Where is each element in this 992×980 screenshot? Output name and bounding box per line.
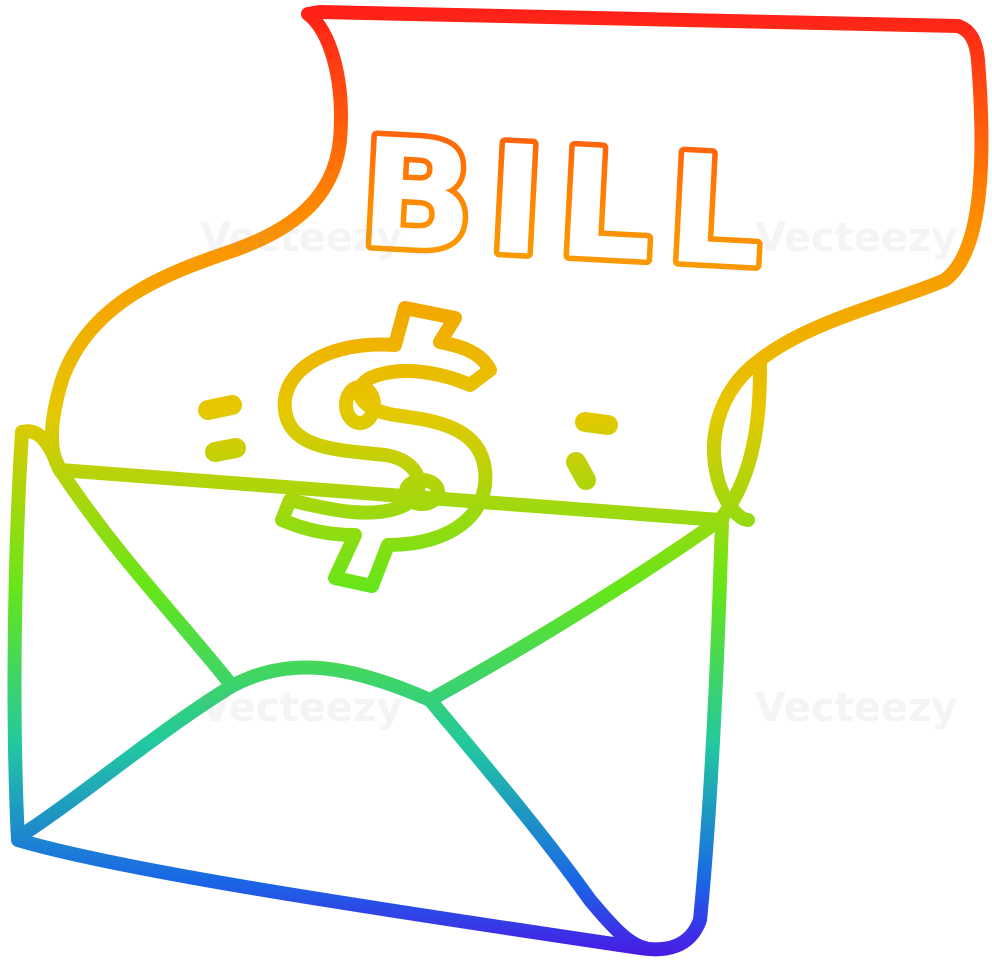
envelope-left-edge xyxy=(15,424,67,477)
envelope-back-flap xyxy=(53,463,239,693)
paper-curl xyxy=(707,353,767,527)
envelope-body xyxy=(7,425,729,957)
sparkle-marks xyxy=(198,395,618,490)
dollar-sign-icon xyxy=(275,301,497,593)
envelope-pocket xyxy=(15,660,652,955)
bill-title: BILL xyxy=(356,107,782,303)
envelope-back-flap-right xyxy=(423,513,727,707)
